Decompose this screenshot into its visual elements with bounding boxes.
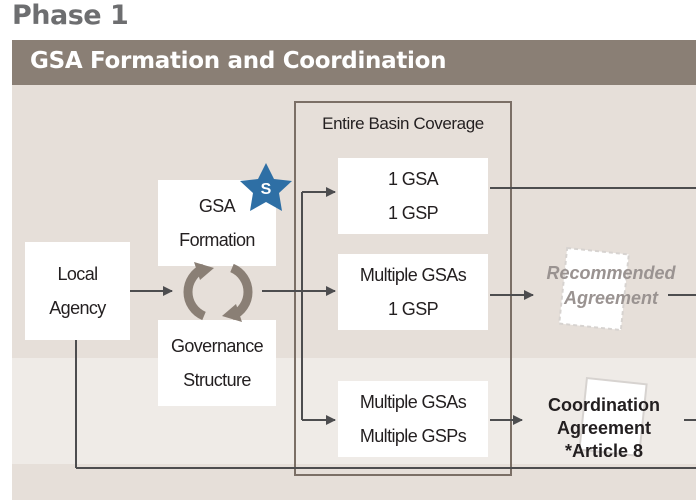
option3-line1: Multiple GSAs — [359, 392, 467, 412]
governance-line2: Structure — [183, 370, 251, 390]
coordination-line3: *Article 8 — [564, 441, 644, 461]
basin-coverage-frame — [294, 101, 512, 476]
star-s-label: S — [261, 181, 272, 198]
option3-line2: Multiple GSPs — [359, 426, 467, 446]
governance-line1: Governance — [170, 336, 264, 356]
banner-title: GSA Formation and Coordination — [30, 48, 447, 74]
basin-title: Entire Basin Coverage — [322, 114, 484, 133]
section-banner: GSA Formation and Coordination — [12, 40, 696, 85]
document-icon — [558, 246, 630, 332]
recommended-line2: Agreement — [563, 288, 659, 308]
option2-line2: 1 GSP — [387, 299, 439, 319]
option-multi-gsa-1gsp-box: Multiple GSAs 1 GSP — [338, 254, 488, 330]
local-agency-box: Local Agency — [25, 242, 130, 340]
recommended-line1: Recommended — [546, 263, 676, 283]
option1-line1: 1 GSA — [387, 169, 439, 189]
phase-title: Phase 1 — [12, 0, 129, 31]
local-agency-line1: Local — [57, 264, 98, 284]
governance-structure-box: Governance Structure — [158, 320, 276, 406]
local-agency-line2: Agency — [49, 298, 106, 318]
option1-line2: 1 GSP — [387, 203, 439, 223]
coordination-line2: Agreement — [556, 418, 652, 438]
recommended-agreement: Recommended Agreement — [530, 261, 692, 311]
gsa-formation-line2: Formation — [179, 230, 255, 250]
document-icon — [578, 376, 648, 458]
option2-line1: Multiple GSAs — [359, 265, 467, 285]
coordination-line1: Coordination — [548, 395, 660, 415]
option-multi-gsa-multi-gsp-box: Multiple GSAs Multiple GSPs — [338, 381, 488, 457]
option-1gsa-1gsp-box: 1 GSA 1 GSP — [338, 158, 488, 234]
gsa-formation-line1: GSA — [198, 196, 236, 216]
coordination-agreement: Coordination Agreement *Article 8 — [524, 394, 684, 463]
